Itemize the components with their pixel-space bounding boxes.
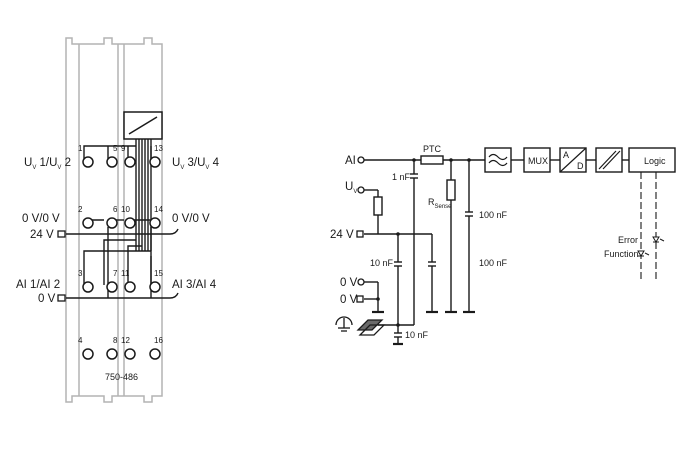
junction-dots [376,158,471,327]
terminal-11: 11 [121,269,130,278]
ground-symbols [372,310,475,346]
svg-text:A: A [563,150,569,160]
terminal-3: 3 [78,269,83,278]
terminal-1: 1 [78,144,83,153]
label-24v-left: 24 V [30,229,54,241]
label-ptc: PTC [423,144,442,154]
terminal-16: 16 [154,336,163,345]
label-function: Function [604,249,639,259]
svg-text:MUX: MUX [528,156,548,166]
logic-block: Logic [628,147,676,173]
label-10nf-a: 10 nF [370,258,394,268]
label-24v: 24 V [330,229,354,241]
terminal-9: 9 [121,144,126,153]
terminal-circles [82,156,161,360]
mux-block: MUX [523,147,551,173]
capacitors [394,173,473,338]
terminal-10: 10 [121,205,130,214]
adc-block: A D [559,147,587,173]
resistor-sense [446,179,456,201]
sensor-block [123,111,163,140]
terminal-12: 12 [121,336,130,345]
schematic-terminals [356,156,365,303]
label-rsense: RSense [428,197,452,210]
terminal-8: 8 [113,336,118,345]
label-0v-left: 0 V [38,293,56,305]
label-uv-left: UV 1/UV 2 [24,157,71,171]
label-100nf-b: 100 nF [479,258,508,268]
svg-text:D: D [577,161,584,171]
part-number: 750-486 [105,372,138,382]
label-0v-2: 0 V [340,294,358,306]
terminal-4: 4 [78,336,83,345]
terminal-7: 7 [113,269,118,278]
terminal-13: 13 [154,144,163,153]
label-ai12: AI 1/AI 2 [16,279,60,291]
svg-text:Logic: Logic [644,156,666,166]
terminal-0v-left [57,294,66,302]
label-0v-0v-right: 0 V/0 V [172,213,210,225]
label-ai: AI [345,155,356,167]
label-uv-right: UV 3/UV 4 [172,157,220,171]
terminal-24v-left [57,230,66,238]
label-100nf-a: 100 nF [479,210,508,220]
shield-clamp-icon [356,319,386,336]
led-lines [640,172,657,280]
label-error: Error [618,235,638,245]
label-0v-1: 0 V [340,277,358,289]
label-10nf-b: 10 nF [405,330,429,340]
terminal-2: 2 [78,205,83,214]
terminal-numbers: 1 2 3 4 5 6 7 8 9 10 11 12 13 14 15 16 [78,144,163,345]
terminal-15: 15 [154,269,163,278]
terminal-5: 5 [113,144,118,153]
terminal-6: 6 [113,205,118,214]
schematic-wiring [364,159,629,344]
earth-icon [335,316,353,332]
isolator-block [595,147,623,173]
led-icons [637,236,665,257]
ptc-resistor [420,155,444,165]
resistor-uv [373,196,383,216]
label-0v-0v-left: 0 V/0 V [22,213,60,225]
label-1nf: 1 nF [392,172,411,182]
filter-block [484,147,512,173]
label-ai34: AI 3/AI 4 [172,279,217,291]
label-uv: UV [345,181,357,195]
terminal-14: 14 [154,205,163,214]
